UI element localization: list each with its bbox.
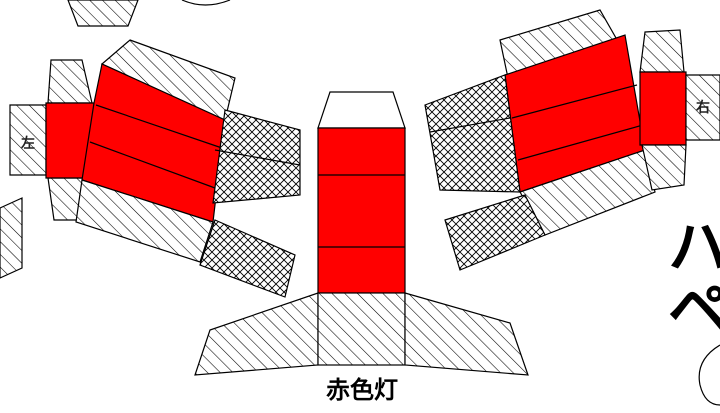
right-lamp-end-flap bbox=[685, 74, 720, 141]
center-lamp-base bbox=[317, 292, 406, 366]
center-lamp-red-body bbox=[317, 127, 406, 294]
right-lamp-side-crosshatch-bottom bbox=[444, 194, 546, 271]
edge-text-mid: ペ bbox=[668, 275, 720, 345]
center-lamp-net: 赤色灯 bbox=[194, 91, 529, 404]
right-lamp-net: 右 bbox=[424, 9, 720, 271]
right-label: 右 bbox=[695, 99, 710, 116]
left-lamp-side-crosshatch-bottom bbox=[199, 219, 296, 298]
left-lamp-net: 左 bbox=[9, 39, 301, 298]
left-lamp-side-crosshatch-top bbox=[212, 109, 301, 204]
right-lamp-red-end bbox=[639, 71, 687, 146]
center-lamp-right-wing bbox=[404, 292, 529, 376]
left-lamp-bottom-flap bbox=[75, 179, 214, 263]
left-edge-partial-piece bbox=[0, 197, 23, 279]
right-edge-text: ハ ペ bbox=[668, 213, 720, 406]
right-lamp-bottom-tab bbox=[641, 144, 687, 191]
left-label: 左 bbox=[20, 135, 35, 152]
center-lamp-left-wing bbox=[194, 292, 319, 376]
left-lamp-top-tab bbox=[47, 59, 93, 104]
edge-text-top: ハ bbox=[668, 213, 720, 283]
center-label: 赤色灯 bbox=[326, 376, 398, 404]
top-partial-piece bbox=[67, 0, 231, 27]
right-lamp-top-tab bbox=[639, 29, 685, 73]
center-lamp-top-cap bbox=[317, 91, 406, 129]
right-lamp-side-crosshatch-top bbox=[424, 74, 521, 193]
